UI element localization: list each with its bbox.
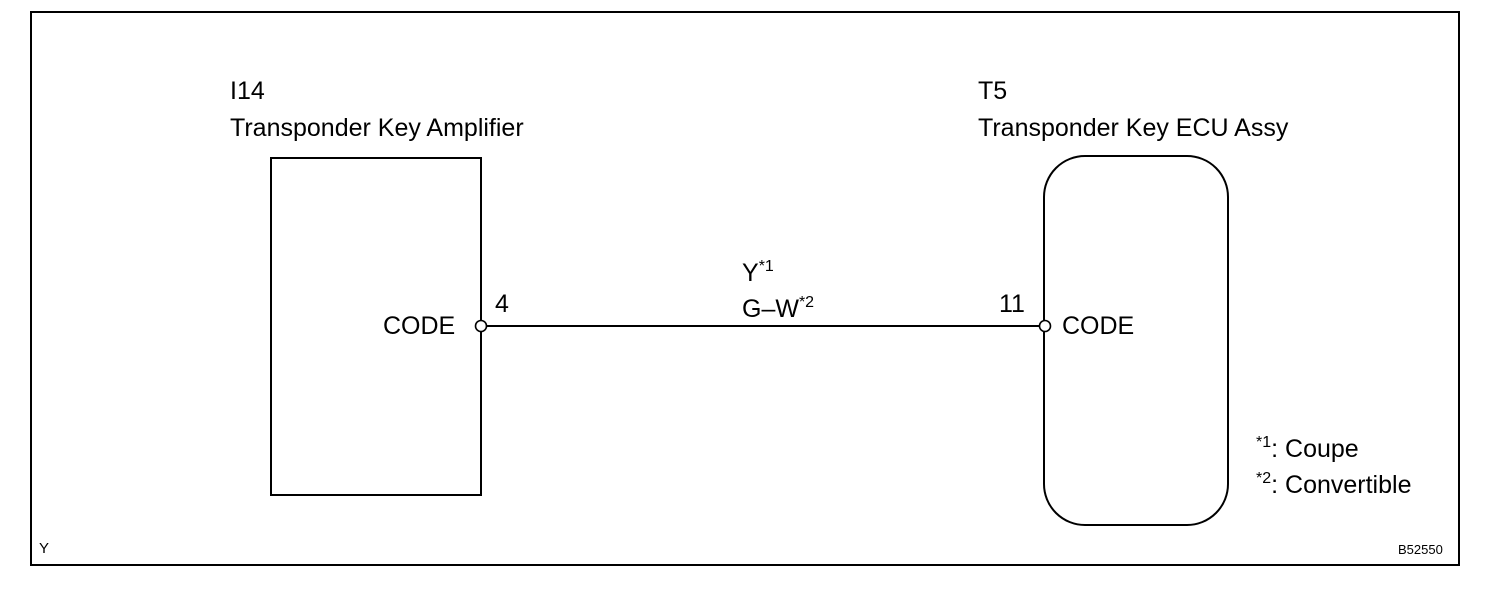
transponder-key-ecu-box — [1043, 155, 1229, 526]
left-terminal-circle — [474, 319, 488, 333]
left-component-name: Transponder Key Amplifier — [230, 114, 524, 142]
note-convertible: *2: Convertible — [1256, 470, 1412, 499]
right-component-name: Transponder Key ECU Assy — [978, 114, 1289, 142]
wire-color-coupe: Y*1 — [742, 258, 774, 287]
diagram-frame — [30, 11, 1460, 566]
right-pin-label: CODE — [1062, 312, 1135, 340]
right-terminal-circle — [1038, 319, 1052, 333]
wire-color-convertible: G–W*2 — [742, 294, 815, 323]
right-pin-number: 11 — [999, 290, 1025, 318]
left-pin-number: 4 — [495, 290, 509, 318]
right-component-code: T5 — [978, 77, 1008, 105]
footer-left-mark: Y — [39, 540, 50, 557]
figure-id: B52550 — [1398, 542, 1443, 557]
note-coupe: *1: Coupe — [1256, 434, 1359, 463]
left-component-code: I14 — [230, 77, 265, 105]
left-pin-label: CODE — [383, 312, 456, 340]
